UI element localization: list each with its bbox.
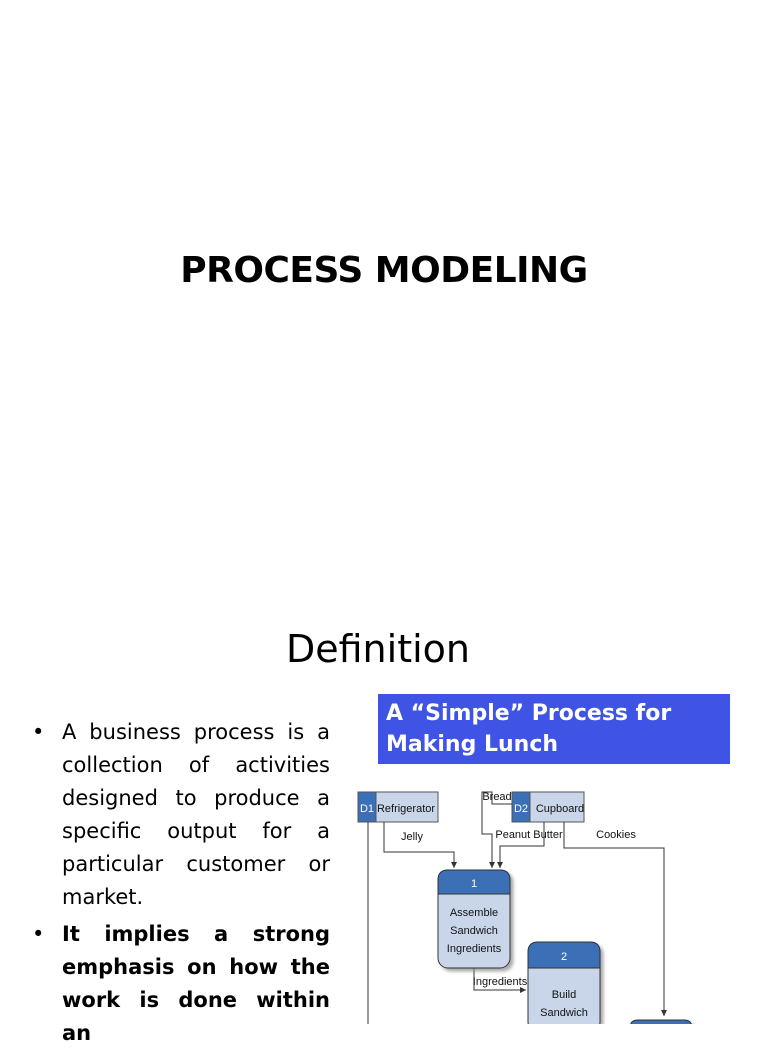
process-label-line: Build <box>552 989 576 1001</box>
datastore-refrigerator: D1 Refrigerator <box>357 791 439 823</box>
store-name: Cupboard <box>536 803 584 815</box>
bullet-text: A business process is a collection of ac… <box>62 720 330 909</box>
process-diagram: A “Simple” Process for Making Lunch D1 R… <box>354 694 734 1024</box>
flow-label-bread: Bread <box>482 791 511 803</box>
definition-heading: Definition <box>285 627 470 671</box>
store-name: Refrigerator <box>377 803 435 815</box>
process-label-line: Ingredients <box>447 943 502 955</box>
banner-line-2: Making Lunch <box>386 732 559 757</box>
bullet-icon: • <box>32 922 45 946</box>
flow-label-jelly: Jelly <box>401 831 424 843</box>
process-label-line: Assemble <box>450 907 498 919</box>
store-id: D2 <box>514 803 528 815</box>
process-3-partial <box>630 1019 692 1024</box>
banner-line-1: A “Simple” Process for <box>386 701 672 726</box>
process-1 <box>437 869 511 969</box>
slide-title: PROCESS MODELING <box>180 250 588 291</box>
bullet-item: • It implies a strong emphasis on how th… <box>30 918 330 1050</box>
bullet-text: It implies a strong emphasis on how the … <box>62 922 330 1045</box>
bullet-list: • A business process is a collection of … <box>30 716 330 1050</box>
flow-label-cookies: Cookies <box>596 829 636 841</box>
process-label-line: Sandwich <box>540 1007 588 1019</box>
datastore-cupboard: D2 Cupboard <box>511 791 585 823</box>
store-id: D1 <box>360 803 374 815</box>
process-number: 1 <box>471 878 477 890</box>
flow-label-peanut-butter: Peanut Butter <box>495 829 563 841</box>
bullet-item: • A business process is a collection of … <box>30 716 330 914</box>
bullet-icon: • <box>32 720 45 744</box>
process-number: 2 <box>561 951 567 963</box>
process-2 <box>527 941 601 1024</box>
flow-lines <box>383 791 667 1016</box>
diagram-svg: D1 Refrigerator D2 Cupboard Bread Jelly … <box>357 791 692 1024</box>
flow-label-ingredients: Ingredients <box>473 976 528 988</box>
process-label-line: Sandwich <box>450 925 498 937</box>
diagram-banner: A “Simple” Process for Making Lunch <box>378 694 730 764</box>
